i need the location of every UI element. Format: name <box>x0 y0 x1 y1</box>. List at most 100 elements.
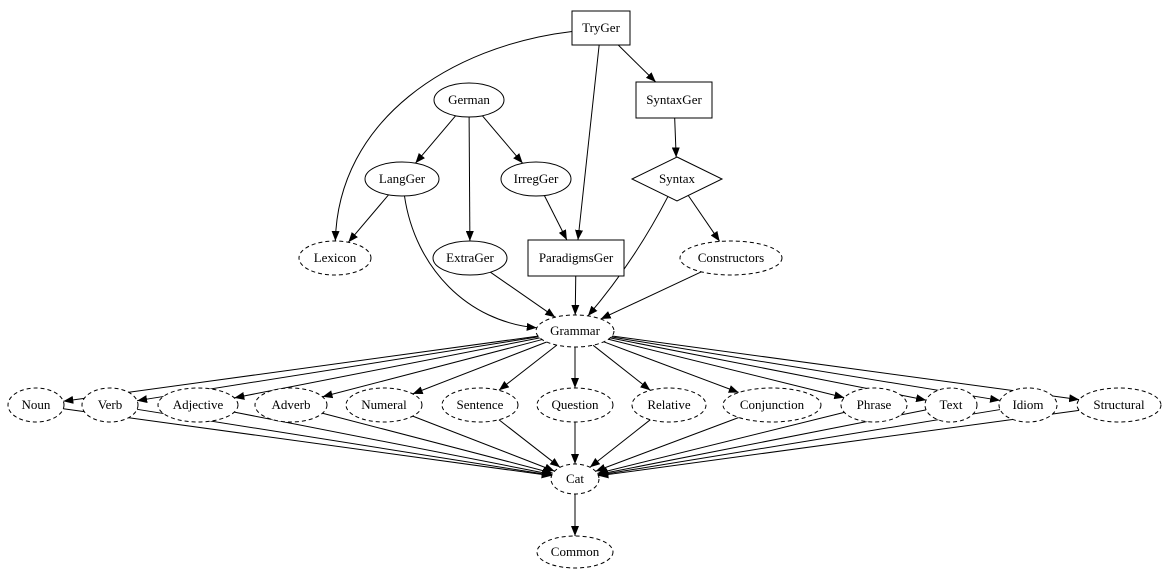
node-adjective-shape <box>157 387 239 423</box>
node-structural-label: Structural <box>1093 397 1145 412</box>
node-sentence: Sentence <box>441 387 519 423</box>
node-constructors: Constructors <box>679 240 783 276</box>
node-paradigmsger: ParadigmsGer <box>527 239 625 277</box>
node-syntaxger: SyntaxGer <box>635 81 713 119</box>
node-adverb-label: Adverb <box>272 397 311 412</box>
edge-grammar-structural <box>611 335 1080 403</box>
node-extrager: ExtraGer <box>432 240 508 276</box>
node-verb-shape <box>81 387 139 423</box>
node-german-label: German <box>448 92 490 107</box>
node-idiom-shape <box>998 387 1058 423</box>
node-relative-label: Relative <box>647 397 691 412</box>
node-numeral-label: Numeral <box>361 397 407 412</box>
node-question-shape <box>536 387 614 423</box>
node-extrager-label: ExtraGer <box>446 250 494 265</box>
node-langger: LangGer <box>364 161 440 197</box>
edge-grammar-numeral <box>412 341 547 395</box>
edge-tryger-lexicon <box>331 30 573 242</box>
edge-phrase-cat <box>597 411 845 475</box>
edge-tryger-paradigmsger <box>575 44 600 241</box>
node-idiom-label: Idiom <box>1012 397 1043 412</box>
node-tryger-label: TryGer <box>582 20 620 35</box>
node-syntaxger-label: SyntaxGer <box>646 92 702 107</box>
edge-langger-lexicon <box>348 194 389 243</box>
node-irregger: IrregGer <box>500 161 572 197</box>
edge-extrager-grammar <box>490 271 556 318</box>
node-conjunction: Conjunction <box>722 387 822 423</box>
node-german: German <box>433 82 505 118</box>
node-noun-label: Noun <box>22 397 51 412</box>
node-structural-shape <box>1076 387 1162 423</box>
node-verb: Verb <box>81 387 139 423</box>
edge-constructors-grammar <box>600 271 702 320</box>
edges-layer <box>63 30 1080 536</box>
edge-numeral-cat <box>412 415 555 472</box>
edge-syntaxger-syntax <box>671 117 680 158</box>
node-common-label: Common <box>551 544 600 559</box>
node-lexicon: Lexicon <box>298 240 372 276</box>
node-langger-shape <box>364 161 440 197</box>
node-constructors-shape <box>679 240 783 276</box>
node-syntax: Syntax <box>630 156 724 202</box>
edge-conjunction-cat <box>595 417 739 472</box>
edge-paradigmsger-grammar <box>571 275 580 316</box>
node-phrase: Phrase <box>840 387 908 423</box>
edge-irregger-paradigmsger <box>543 195 568 241</box>
edge-tryger-syntaxger <box>617 44 657 83</box>
edge-grammar-noun <box>63 335 539 404</box>
edge-langger-grammar <box>403 195 537 331</box>
node-relative: Relative <box>631 387 707 423</box>
node-grammar-label: Grammar <box>550 323 600 338</box>
node-common: Common <box>536 535 614 569</box>
edge-adverb-cat <box>322 412 553 475</box>
node-cat-label: Cat <box>566 471 584 486</box>
node-langger-label: LangGer <box>379 171 426 186</box>
edge-grammar-phrase <box>608 338 845 400</box>
edge-german-extrager <box>465 116 474 242</box>
node-syntax-shape <box>630 156 724 202</box>
node-paradigmsger-label: ParadigmsGer <box>539 250 614 265</box>
node-syntaxger-shape <box>635 81 713 119</box>
edge-noun-cat <box>63 408 552 479</box>
node-adverb-shape <box>254 387 328 423</box>
edge-grammar-relative <box>592 344 651 391</box>
node-lexicon-label: Lexicon <box>314 250 357 265</box>
node-conjunction-shape <box>722 387 822 423</box>
node-common-shape <box>536 535 614 569</box>
node-syntax-label: Syntax <box>659 171 696 186</box>
edge-structural-cat <box>598 409 1080 479</box>
node-lexicon-shape <box>298 240 372 276</box>
node-verb-label: Verb <box>98 397 123 412</box>
node-tryger-shape <box>571 10 631 46</box>
node-german-shape <box>433 82 505 118</box>
edge-german-irregger <box>481 115 524 164</box>
edge-relative-cat <box>589 419 651 468</box>
node-tryger: TryGer <box>571 10 631 46</box>
node-adjective-label: Adjective <box>173 397 224 412</box>
node-numeral-shape <box>345 387 423 423</box>
node-adjective: Adjective <box>157 387 239 423</box>
edge-adjective-cat <box>234 411 553 477</box>
node-phrase-label: Phrase <box>857 397 892 412</box>
edge-german-langger <box>415 115 457 164</box>
node-constructors-label: Constructors <box>698 250 764 265</box>
node-cat-shape <box>550 463 600 495</box>
node-grammar-shape <box>535 314 615 348</box>
node-noun-shape <box>7 387 65 423</box>
node-question-label: Question <box>552 397 599 412</box>
node-extrager-shape <box>432 240 508 276</box>
node-sentence-label: Sentence <box>457 397 504 412</box>
edge-sentence-cat <box>498 419 561 468</box>
node-phrase-shape <box>840 387 908 423</box>
node-text-label: Text <box>940 397 963 412</box>
edge-syntax-constructors <box>687 195 721 242</box>
node-relative-shape <box>631 387 707 423</box>
node-irregger-label: IrregGer <box>514 171 559 186</box>
node-sentence-shape <box>441 387 519 423</box>
node-cat: Cat <box>550 463 600 495</box>
node-question: Question <box>536 387 614 423</box>
edge-grammar-idiom <box>611 336 1001 403</box>
